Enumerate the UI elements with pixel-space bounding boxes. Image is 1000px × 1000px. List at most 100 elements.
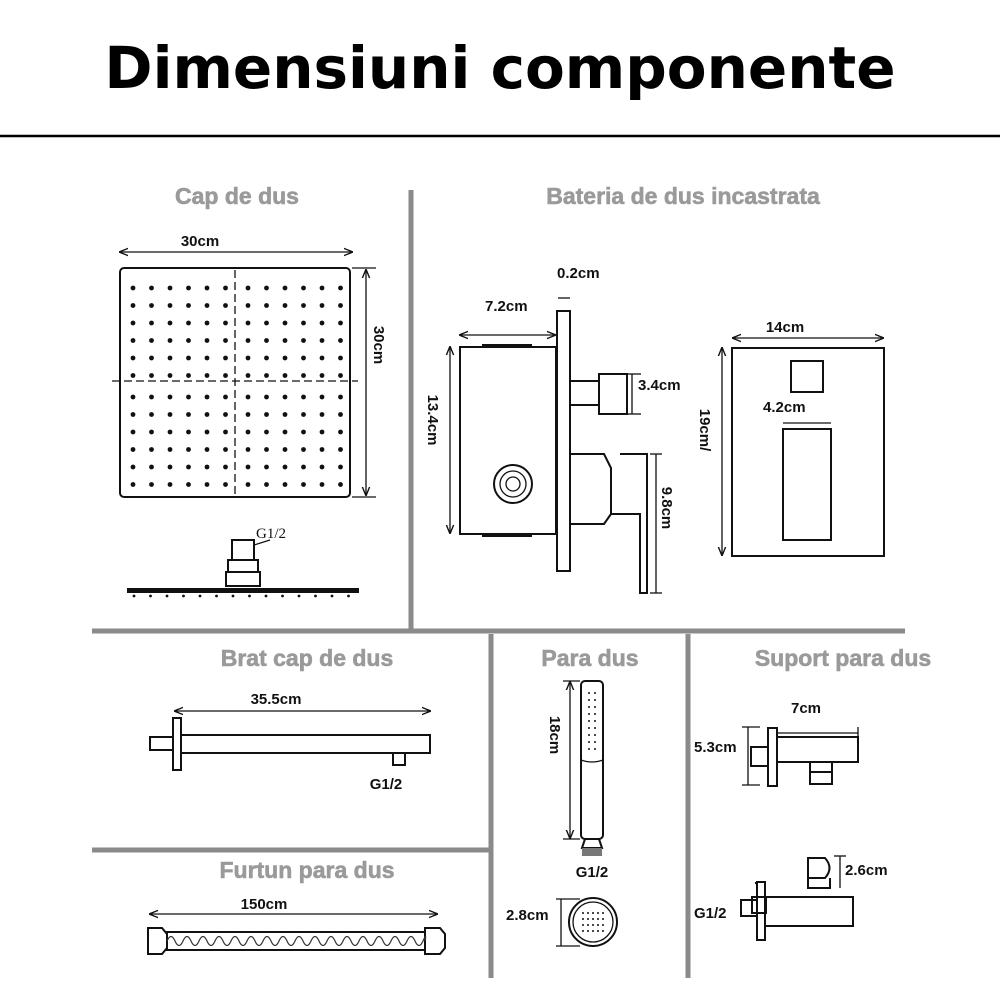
section-title: Cap de dus <box>175 183 299 209</box>
nozzle-dot <box>245 355 251 361</box>
section-title: Para dus <box>541 645 638 671</box>
nozzle-dot <box>592 918 594 920</box>
nozzle-dot <box>130 412 136 417</box>
nozzle-dot <box>223 303 228 308</box>
nozzle-dot <box>245 447 251 452</box>
nozzle-dot <box>149 429 154 435</box>
nozzle-dot <box>588 720 590 722</box>
nozzle-dot <box>282 447 288 452</box>
dim-label: 3.4cm <box>638 377 681 394</box>
dim-label: 30cm <box>370 326 387 364</box>
nozzle-dot <box>130 355 136 361</box>
nozzle-dot <box>301 447 306 452</box>
dim-label: 2.6cm <box>845 862 888 879</box>
nozzle-dot <box>167 338 173 343</box>
nozzle-dot <box>594 699 596 701</box>
nozzle-dot <box>338 303 343 308</box>
nozzle-dot <box>264 285 269 291</box>
nozzle-dot <box>588 734 590 736</box>
nozzle-dot <box>314 594 317 598</box>
nozzle-dot <box>130 303 136 308</box>
nozzle-dot <box>588 727 590 729</box>
nozzle-dot <box>264 338 269 343</box>
nozzle-dot <box>204 412 210 417</box>
dim-label: 13.4cm <box>424 395 441 446</box>
nozzle-dot <box>319 412 325 417</box>
nozzle-dot <box>223 464 228 470</box>
nozzle-dot <box>282 373 288 378</box>
dim-label: 14cm <box>766 319 804 336</box>
nozzle-dot <box>248 594 251 598</box>
nozzle-dot <box>186 320 191 326</box>
nozzle-dot <box>592 930 594 932</box>
nozzle-dot <box>282 412 288 417</box>
nozzle-dot <box>264 320 269 326</box>
nozzle-dot <box>204 320 210 326</box>
nozzle-dot <box>301 482 306 487</box>
nozzle-dot <box>319 464 325 470</box>
nozzle-dot <box>338 338 343 343</box>
nozzle-dot <box>167 464 173 470</box>
nozzle-dot <box>149 447 154 452</box>
mixer-body <box>459 346 557 535</box>
nozzle-dot <box>130 320 136 326</box>
nozzle-dot <box>282 482 288 487</box>
thread-label: G1/2 <box>256 526 286 542</box>
dim-label: 7.2cm <box>485 298 528 315</box>
nozzle-dot <box>245 285 251 291</box>
section-title: Bateria de dus incastrata <box>546 183 820 209</box>
nozzle-dot <box>582 930 584 932</box>
nozzle-dot <box>130 464 136 470</box>
nozzle-dot <box>186 285 191 291</box>
nozzle-dot <box>149 394 154 400</box>
dim-label: 9.8cm <box>658 487 675 530</box>
shower-head-section: Cap de dus 30cm 30cm G1/2 <box>112 183 387 598</box>
page-title: Dimensiuni componente <box>104 34 895 102</box>
nozzle-dot <box>319 320 325 326</box>
thread-label: G1/2 <box>694 905 727 922</box>
nozzle-dot <box>186 338 191 343</box>
dim-label: 2.8cm <box>506 907 549 924</box>
nozzle-dot <box>602 912 604 914</box>
section-title: Brat cap de dus <box>221 645 394 671</box>
section-title: Suport para dus <box>755 645 931 671</box>
nozzle-dot <box>245 464 251 470</box>
nozzle-dot <box>215 594 218 598</box>
hose-section: Furtun para dus 150cm <box>147 857 446 955</box>
nozzle-dot <box>186 412 191 417</box>
nozzle-dot <box>204 338 210 343</box>
nozzle-dot <box>282 394 288 400</box>
nozzle-dot <box>204 303 210 308</box>
nozzle-dot <box>281 594 284 598</box>
nozzle-dot <box>338 355 343 361</box>
nozzle-dot <box>223 412 228 417</box>
nozzle-dot <box>588 713 590 715</box>
nozzle-dot <box>204 394 210 400</box>
nozzle-dot <box>223 394 228 400</box>
thread-label: G1/2 <box>370 776 403 793</box>
hose-braid <box>166 935 427 947</box>
nozzle-dot <box>149 303 154 308</box>
nozzle-dot <box>301 412 306 417</box>
nozzle-dot <box>338 285 343 291</box>
nozzle-dot <box>301 394 306 400</box>
mixer-section: Bateria de dus incastrata 0.2cm 7.2cm 13… <box>424 183 885 594</box>
nozzle-dot <box>149 464 154 470</box>
mixer-front-plate <box>731 347 885 557</box>
nozzle-dot <box>319 482 325 487</box>
nozzle-dot <box>132 594 136 598</box>
arm-section: Brat cap de dus 35.5cm G1/2 <box>149 645 431 793</box>
nozzle-dot <box>347 594 350 598</box>
dim-label: 0.2cm <box>557 265 600 282</box>
nozzle-dot <box>264 429 269 435</box>
hand-shower-section: Para dus 18cm G1/2 2.8cm <box>506 645 639 947</box>
nozzle-dot <box>282 320 288 326</box>
nozzle-dot <box>338 320 343 326</box>
nozzle-dot <box>186 394 191 400</box>
nozzle-dot <box>588 699 590 701</box>
nozzle-dot <box>319 429 325 435</box>
nozzle-dot <box>594 741 596 743</box>
nozzle-dot <box>264 373 269 378</box>
